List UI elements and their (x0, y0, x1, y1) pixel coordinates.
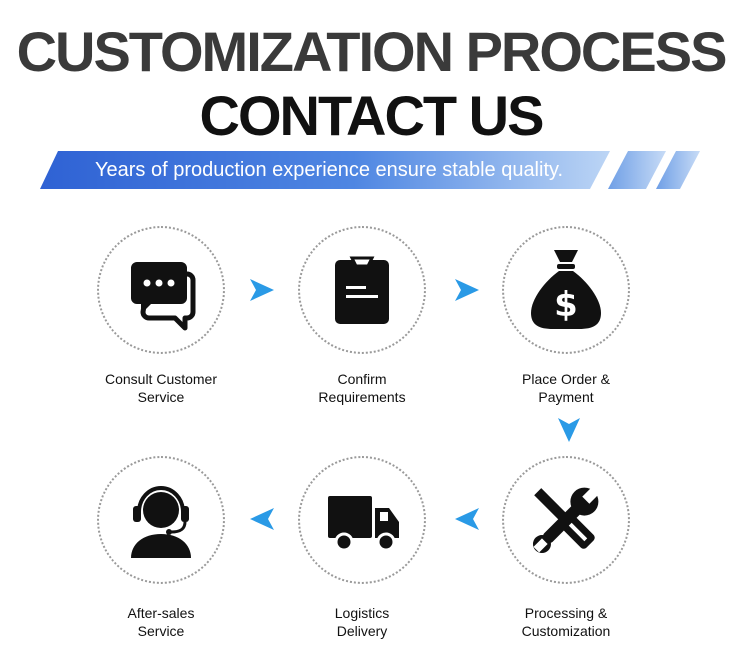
step-label-payment: Place Order & Payment (491, 370, 641, 406)
chat-bubbles-icon (131, 262, 196, 331)
step-label-processing: Processing & Customization (491, 604, 641, 640)
step-label-line1: Logistics (334, 605, 390, 621)
step-label-line1: Consult Customer (104, 371, 218, 387)
step-label-after-sales: After-sales Service (86, 604, 236, 640)
page-subtitle: CONTACT US (199, 84, 545, 147)
step-label-line2: Customization (521, 623, 611, 639)
step-after-sales (97, 456, 225, 584)
step-label-line2: Delivery (336, 623, 388, 639)
delivery-truck-icon (328, 496, 399, 552)
headset-agent-icon (131, 486, 191, 558)
step-payment: $ (502, 226, 630, 354)
wrench-screwdriver-icon (532, 485, 601, 554)
step-consult (97, 226, 225, 354)
step-label-line1: Confirm (337, 371, 387, 387)
step-label-line2: Payment (538, 389, 594, 405)
arrow-right-icon (250, 279, 274, 301)
money-bag-icon: $ (531, 250, 601, 329)
step-label-line1: Processing & (524, 605, 608, 621)
step-processing (502, 456, 630, 584)
step-confirm (298, 226, 426, 354)
arrow-right-icon (455, 279, 479, 301)
clipboard-icon (335, 256, 389, 324)
tagline-text: Years of production experience ensure st… (95, 159, 564, 181)
page-title: CUSTOMIZATION PROCESS (16, 20, 728, 83)
step-label-line2: Service (137, 623, 185, 639)
step-label-confirm: Confirm Requirements (287, 370, 437, 406)
step-label-line1: Place Order & (522, 371, 610, 387)
arrow-left-icon (250, 508, 274, 530)
step-label-line1: After-sales (127, 605, 195, 621)
arrow-left-icon (455, 508, 479, 530)
step-label-line2: Service (137, 389, 185, 405)
arrow-down-icon (558, 418, 580, 442)
svg-text:$: $ (554, 285, 578, 325)
step-label-line2: Requirements (318, 389, 406, 405)
step-logistics (298, 456, 426, 584)
step-label-logistics: Logistics Delivery (287, 604, 437, 640)
tagline-banner (40, 151, 700, 189)
step-label-consult: Consult Customer Service (86, 370, 236, 406)
